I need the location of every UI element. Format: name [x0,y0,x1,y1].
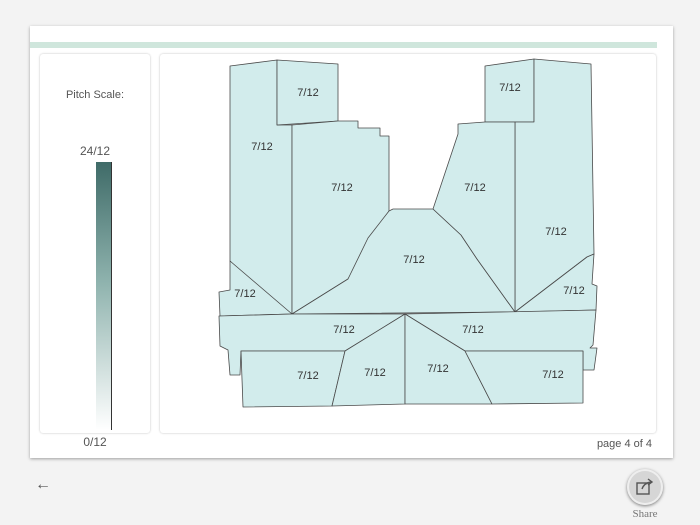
pitch-scale-panel: Pitch Scale: 24/12 0/12 [40,54,150,449]
share-button[interactable] [627,469,663,505]
facet-pitch-label: 7/12 [499,82,520,94]
roof-facet [218,260,293,317]
facet-pitch-label: 7/12 [331,182,352,194]
roof-diagram-panel: 7/12 7/12 7/12 7/12 7/12 7/12 7/12 7/12 … [160,54,656,433]
share-icon [636,478,654,495]
report-page: Pitch Scale: 24/12 0/12 [30,26,673,458]
header-accent-bar [30,42,657,48]
facet-pitch-label: 7/12 [542,369,563,381]
facet-pitch-label: 7/12 [403,254,424,266]
facet-pitch-label: 7/12 [297,87,318,99]
pitch-scale-max-label: 24/12 [79,144,111,158]
facet-pitch-label: 7/12 [563,285,584,297]
pitch-scale-bar-edge [111,162,112,430]
page-indicator: page 4 of 4 [596,438,652,450]
roof-facet [240,350,346,408]
back-button[interactable]: ← [35,475,55,495]
facet-pitch-label: 7/12 [234,288,255,300]
facet-pitch-label: 7/12 [545,226,566,238]
facet-pitch-label: 7/12 [462,324,483,336]
facet-pitch-label: 7/12 [251,141,272,153]
back-arrow-icon: ← [35,476,51,493]
facet-pitch-label: 7/12 [464,182,485,194]
roof-diagram: 7/12 7/12 7/12 7/12 7/12 7/12 7/12 7/12 … [218,58,598,408]
roof-facet [218,313,406,376]
facet-pitch-label: 7/12 [364,367,385,379]
facet-pitch-label: 7/12 [297,370,318,382]
facet-pitch-label: 7/12 [427,363,448,375]
facet-pitch-label: 7/12 [333,324,354,336]
pitch-scale-gradient-bar [96,162,111,430]
roof-facet [464,350,584,405]
share-label: Share [632,508,658,520]
pitch-scale-min-label: 0/12 [83,435,107,449]
pitch-scale-title: Pitch Scale: [65,89,125,101]
